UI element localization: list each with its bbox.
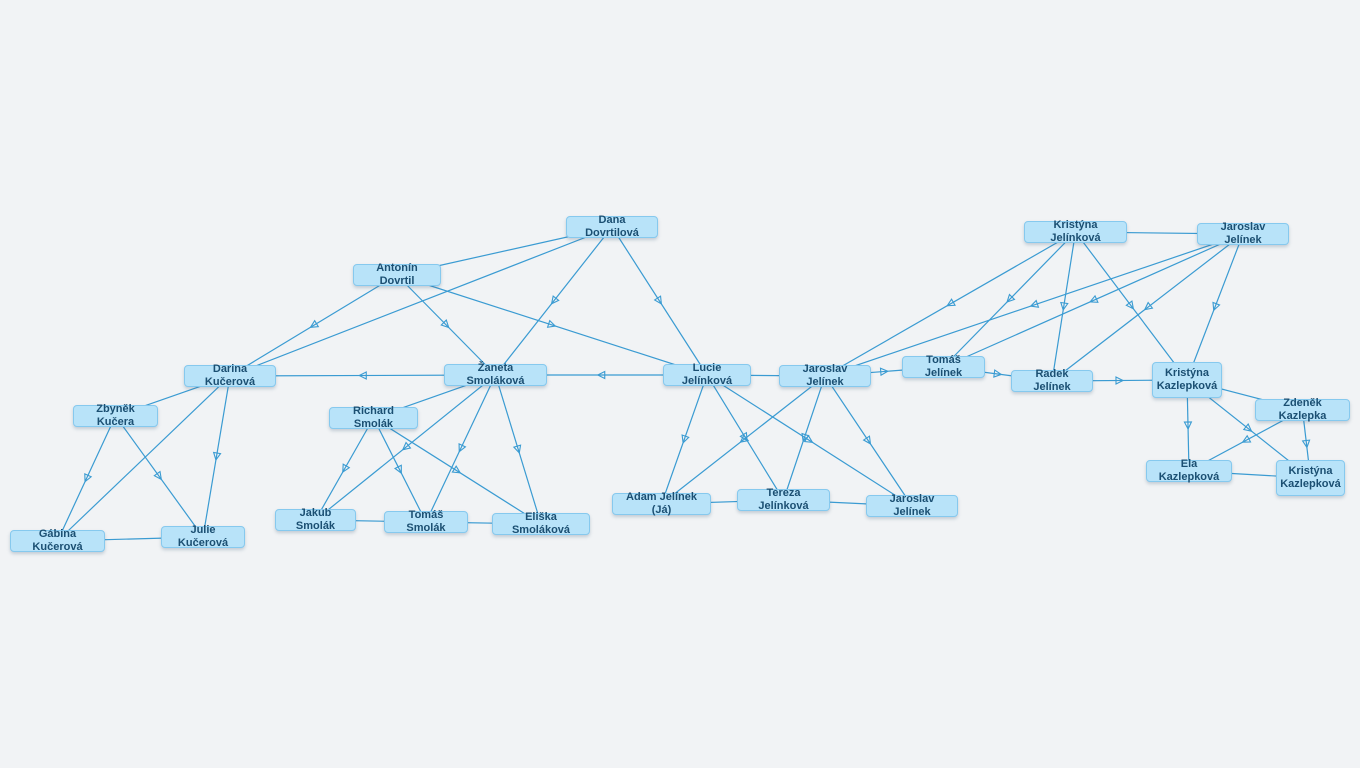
arrowhead-antonin-zaneta xyxy=(440,319,450,329)
arrowhead-zaneta-tomass xyxy=(458,442,467,453)
arrowhead-kristyna1-radek xyxy=(1060,301,1069,312)
person-node-radek[interactable]: Radek Jelínek xyxy=(1011,368,1093,393)
connector-dana-darina xyxy=(229,226,613,377)
arrowhead-jaroslav1-tomasj xyxy=(879,367,889,377)
person-node-jakub[interactable]: Jakub Smolák xyxy=(275,507,356,532)
arrowhead-dana-zaneta xyxy=(550,295,560,305)
person-node-antonin[interactable]: Antonín Dovrtil xyxy=(353,262,441,287)
connector-zaneta-jakub xyxy=(315,374,496,521)
connector-richard-eliska xyxy=(373,417,542,525)
connector-kristyna1-tomasj xyxy=(943,231,1076,368)
connector-jaroslav2-radek xyxy=(1051,233,1244,382)
person-node-kristynak2[interactable]: Kristýna Kazlepková xyxy=(1276,460,1345,496)
connector-jaroslav1-tereza xyxy=(782,375,826,501)
connector-antonin-zaneta xyxy=(396,274,496,376)
arrowhead-radek-kristynak xyxy=(1115,376,1125,385)
connector-zaneta-eliska xyxy=(494,374,542,525)
arrowhead-antonin-lucie xyxy=(546,319,557,328)
arrowhead-kristynak-kristynak2 xyxy=(1242,423,1253,432)
person-node-zdenek[interactable]: Zdeněk Kazlepka xyxy=(1255,397,1350,422)
arrowhead-jaroslav2-kristynak xyxy=(1212,301,1221,312)
arrowhead-zbynek-gabina xyxy=(84,472,93,483)
arrowhead-kristyna1-tomasj xyxy=(1006,293,1016,303)
connector-zbynek-gabina xyxy=(56,415,117,542)
person-node-darina[interactable]: Darina Kučerová xyxy=(184,363,276,388)
person-node-adam[interactable]: Adam Jelínek (Já) xyxy=(612,491,711,516)
connector-kristyna1-radek xyxy=(1051,231,1077,382)
arrowhead-jaroslav2-jaroslav1 xyxy=(1029,299,1040,308)
arrowhead-richard-tomass xyxy=(394,464,402,475)
person-node-lucie[interactable]: Lucie Jelínková xyxy=(663,362,751,387)
arrowhead-kristynak-ela xyxy=(1183,421,1193,431)
connector-jaroslav2-kristynak xyxy=(1186,233,1244,381)
connector-jaroslav2-jaroslav1 xyxy=(824,233,1244,377)
arrowhead-tomasj-radek xyxy=(993,369,1003,378)
person-node-kristynak[interactable]: Kristýna Kazlepková xyxy=(1152,362,1222,398)
connector-kristyna1-jaroslav1 xyxy=(824,231,1076,377)
arrowhead-lucie-adam xyxy=(681,434,690,444)
connector-kristyna1-kristynak xyxy=(1075,231,1188,381)
arrowhead-jaroslav2-tomasj xyxy=(1088,294,1099,303)
arrowhead-lucie-zaneta xyxy=(596,370,606,380)
arrowhead-richard-jakub xyxy=(342,463,351,474)
person-node-jaroslav1[interactable]: Jaroslav Jelínek xyxy=(779,363,871,388)
connector-zbynek-julie xyxy=(115,415,204,538)
person-node-richard[interactable]: Richard Smolák xyxy=(329,405,418,430)
person-node-tereza[interactable]: Tereza Jelínková xyxy=(737,487,830,512)
arrowhead-kristyna1-kristynak xyxy=(1125,300,1135,310)
arrowhead-jaroslav1-tereza xyxy=(801,432,810,443)
person-node-ela[interactable]: Ela Kazlepková xyxy=(1146,458,1232,483)
arrowhead-jaroslav1-adam xyxy=(739,434,750,443)
person-node-gabina[interactable]: Gábina Kučerová xyxy=(10,528,105,553)
person-node-eliska[interactable]: Eliška Smoláková xyxy=(492,511,590,536)
connector-jaroslav2-tomasj xyxy=(943,233,1244,368)
arrowhead-zdenek-kristynak2 xyxy=(1301,439,1311,449)
person-node-jaroslav2[interactable]: Jaroslav Jelínek xyxy=(1197,221,1289,246)
arrowhead-zaneta-darina xyxy=(358,371,367,380)
person-node-kristyna1[interactable]: Kristýna Jelínková xyxy=(1024,219,1127,244)
arrowhead-zaneta-jakub xyxy=(401,441,412,451)
connector-darina-gabina xyxy=(57,375,231,542)
person-node-zbynek[interactable]: Zbyněk Kučera xyxy=(73,403,158,428)
person-node-dana[interactable]: Dana Dovrtilová xyxy=(566,214,658,239)
connector-jaroslav1-adam xyxy=(661,375,826,505)
person-node-zaneta[interactable]: Žaneta Smoláková xyxy=(444,362,547,387)
arrowhead-richard-eliska xyxy=(451,465,462,474)
person-node-julie[interactable]: Julie Kučerová xyxy=(161,524,245,549)
person-node-tomass[interactable]: Tomáš Smolák xyxy=(384,509,468,534)
connector-dana-zaneta xyxy=(495,226,613,376)
arrowhead-antonin-darina xyxy=(309,319,320,328)
connector-zaneta-tomass xyxy=(425,374,497,523)
arrowhead-jaroslav2-radek xyxy=(1143,301,1154,311)
connector-jaroslav1-jaroslav3 xyxy=(824,375,913,507)
arrowhead-zbynek-julie xyxy=(153,470,163,481)
connector-antonin-lucie xyxy=(396,274,708,376)
connector-darina-julie xyxy=(202,375,231,538)
person-node-jaroslav3[interactable]: Jaroslav Jelínek xyxy=(866,493,958,518)
connector-dana-lucie xyxy=(611,226,708,376)
arrowhead-zaneta-eliska xyxy=(512,444,522,455)
arrowhead-dana-lucie xyxy=(653,295,663,305)
person-node-tomasj[interactable]: Tomáš Jelínek xyxy=(902,354,985,379)
connector-antonin-darina xyxy=(229,274,398,377)
connector-lucie-adam xyxy=(660,374,708,505)
arrowhead-zdenek-ela xyxy=(1241,434,1252,443)
connector-richard-jakub xyxy=(314,417,375,521)
arrowhead-darina-julie xyxy=(212,451,222,462)
arrowhead-kristyna1-jaroslav1 xyxy=(946,298,956,307)
arrowhead-jaroslav1-jaroslav3 xyxy=(862,435,872,445)
connector-lucie-jaroslav3 xyxy=(706,374,913,507)
connector-richard-tomass xyxy=(372,417,427,523)
